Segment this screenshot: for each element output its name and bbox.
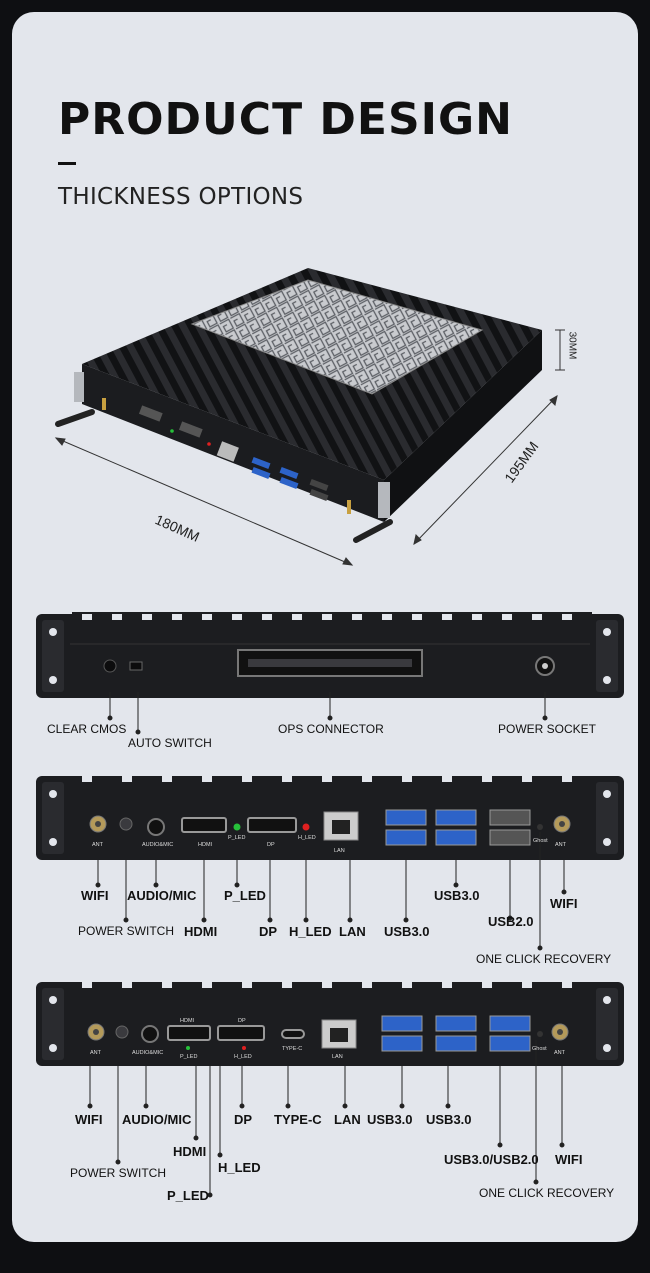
device-front-ports <box>138 405 329 502</box>
label-h-led-b: H_LED <box>218 1160 261 1175</box>
port-label-h-led: H_LED <box>298 835 316 841</box>
label-one-click-recovery-b: ONE CLICK RECOVERY <box>479 1186 615 1200</box>
h-led-indicator <box>302 823 310 831</box>
label-wifi-right: WIFI <box>550 896 578 911</box>
label-one-click-recovery: ONE CLICK RECOVERY <box>476 952 612 966</box>
product-card: PRODUCT DESIGN THICKNESS OPTIONS <box>12 12 638 1242</box>
usb3-port-b6 <box>489 1035 531 1052</box>
panel-ops-side <box>36 612 624 735</box>
usb3-port-b3 <box>435 1015 477 1032</box>
audio-mic-jack <box>147 818 165 836</box>
label-power-switch-b: POWER SWITCH <box>70 1166 166 1180</box>
label-h-led: H_LED <box>289 924 332 939</box>
right-thumbscrew <box>353 519 393 543</box>
left-thumbscrew <box>55 409 95 427</box>
clear-cmos-hole <box>103 659 117 673</box>
ghost-recovery-button-b <box>537 1031 543 1037</box>
label-usb30-b-b: USB3.0 <box>426 1112 472 1127</box>
usb3-port-3 <box>435 809 477 826</box>
label-wifi-left: WIFI <box>81 888 109 903</box>
port-label-audio-b: AUDIO&MIC <box>132 1050 164 1056</box>
label-typec-b: TYPE-C <box>274 1112 322 1127</box>
right-mounting-bracket <box>378 482 390 518</box>
usb2-port-2 <box>489 829 531 846</box>
port-label-ant-left: ANT <box>92 842 103 848</box>
device-3d-illustration <box>54 268 565 566</box>
device-front-side <box>82 364 384 522</box>
label-usb30-a: USB3.0 <box>384 924 430 939</box>
type-c-port <box>281 1029 305 1039</box>
port-label-dp: DP <box>267 842 275 848</box>
usb3-port-b5 <box>489 1015 531 1032</box>
dp-port <box>247 817 297 833</box>
port-label-ant-left-b: ANT <box>90 1050 101 1056</box>
label-wifi-right-b: WIFI <box>555 1152 583 1167</box>
port-label-hdmi: HDMI <box>198 842 213 848</box>
port-label-hdmi-b: HDMI <box>180 1018 195 1024</box>
port-label-ghost-b: Ghost <box>532 1046 547 1052</box>
p-led-indicator-b <box>186 1046 190 1050</box>
label-power-socket: POWER SOCKET <box>498 722 597 736</box>
label-audio-mic-b: AUDIO/MIC <box>122 1112 192 1127</box>
port-label-dp-b: DP <box>238 1018 246 1024</box>
port-label-ghost: Ghost <box>533 838 548 844</box>
label-lan: LAN <box>339 924 366 939</box>
label-clear-cmos: CLEAR CMOS <box>47 722 127 736</box>
label-dp: DP <box>259 924 278 939</box>
ghost-recovery-button <box>537 824 543 830</box>
antenna-connector-left <box>102 398 106 410</box>
port-label-audio: AUDIO&MIC <box>142 842 174 848</box>
title-divider <box>58 162 76 165</box>
label-p-led: P_LED <box>224 888 266 903</box>
label-usb20: USB2.0 <box>488 914 534 929</box>
usb2-port-1 <box>489 809 531 826</box>
page-title: PRODUCT DESIGN <box>58 94 513 145</box>
label-power-switch: POWER SWITCH <box>78 924 174 938</box>
device-right-side <box>384 330 542 522</box>
port-label-p-led-b: P_LED <box>180 1054 198 1060</box>
usb3-port-b2 <box>381 1035 423 1052</box>
dp-port-b <box>217 1025 265 1041</box>
antenna-connector-right <box>347 500 351 514</box>
label-wifi-left-b: WIFI <box>75 1112 103 1127</box>
port-label-p-led: P_LED <box>228 835 246 841</box>
usb3-port-4 <box>435 829 477 846</box>
power-switch-button-b <box>115 1025 129 1039</box>
label-usb30-b: USB3.0 <box>434 888 480 903</box>
label-hdmi: HDMI <box>184 924 218 939</box>
hdmi-port-b <box>167 1025 211 1041</box>
panel-io-variant-b <box>36 982 624 1198</box>
label-usb30-usb20: USB3.0/USB2.0 <box>444 1152 539 1167</box>
label-ops-connector: OPS CONNECTOR <box>278 722 384 736</box>
usb3-port-2 <box>385 829 427 846</box>
label-auto-switch: AUTO SWITCH <box>128 736 212 750</box>
page-subtitle: THICKNESS OPTIONS <box>58 184 304 210</box>
label-p-led-b: P_LED <box>167 1188 209 1203</box>
usb3-port-1 <box>385 809 427 826</box>
port-label-lan-b: LAN <box>332 1054 343 1060</box>
usb3-port-b4 <box>435 1035 477 1052</box>
panel-io-variant-a <box>36 776 624 951</box>
h-led-indicator-b <box>242 1046 246 1050</box>
dimension-lines <box>54 329 565 566</box>
label-usb30-a-b: USB3.0 <box>367 1112 413 1127</box>
usb3-port-b1 <box>381 1015 423 1032</box>
port-label-h-led-b: H_LED <box>234 1054 252 1060</box>
p-led-indicator <box>233 823 241 831</box>
port-label-ant-right-b: ANT <box>554 1050 565 1056</box>
audio-mic-jack-b <box>141 1025 159 1043</box>
port-label-ant-right: ANT <box>555 842 566 848</box>
label-lan-b: LAN <box>334 1112 361 1127</box>
port-label-lan: LAN <box>334 848 345 854</box>
left-mounting-bracket <box>74 372 84 402</box>
auto-switch-port <box>129 661 143 671</box>
label-hdmi-b: HDMI <box>173 1144 207 1159</box>
maze-metal-plate <box>190 279 484 395</box>
port-label-typec: TYPE-C <box>282 1046 303 1052</box>
label-audio-mic: AUDIO/MIC <box>127 888 197 903</box>
label-dp-b: DP <box>234 1112 253 1127</box>
power-switch-button <box>119 817 133 831</box>
hdmi-port <box>181 817 227 833</box>
